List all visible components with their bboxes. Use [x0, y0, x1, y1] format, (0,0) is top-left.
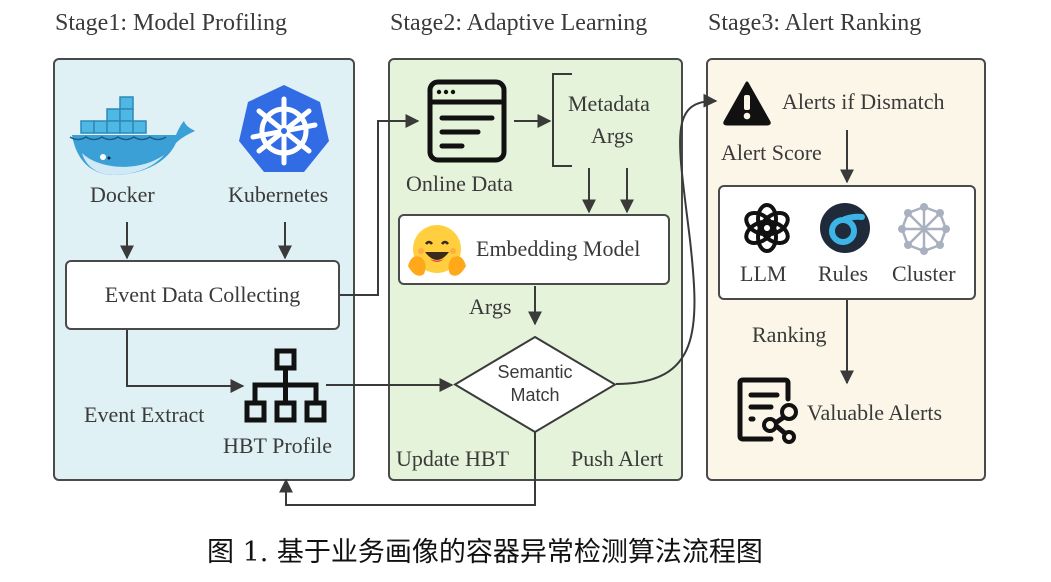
valuable-alerts-label: Valuable Alerts: [807, 400, 943, 425]
cluster-icon[interactable]: [896, 201, 952, 257]
figure-caption: 图 1. 基于业务画像的容器异常检测算法流程图: [207, 537, 763, 568]
online-data-icon: [427, 79, 507, 163]
ranking-label: Ranking: [752, 322, 827, 347]
metadata-label: Metadata: [568, 91, 650, 116]
event-data-collecting-box[interactable]: Event Data Collecting: [65, 260, 340, 330]
hbt-profile-label: HBT Profile: [223, 433, 332, 458]
hbt-tree-icon: [244, 348, 327, 423]
warning-icon: [723, 81, 771, 126]
openai-icon[interactable]: [740, 201, 794, 255]
online-data-label: Online Data: [406, 171, 513, 196]
embedding-model-label: Embedding Model: [476, 236, 641, 261]
alerts-if-dismatch-label: Alerts if Dismatch: [782, 89, 945, 114]
stage2-title: Stage2: Adaptive Learning: [390, 10, 648, 36]
cluster-label: Cluster: [892, 261, 956, 286]
semantic-match-line1: Semantic: [497, 362, 573, 382]
event-extract-label: Event Extract: [84, 402, 205, 427]
metadata-args-label: Args: [591, 123, 634, 148]
kubernetes-label: Kubernetes: [228, 182, 329, 207]
hugging-face-icon: [408, 225, 466, 276]
rules-icon[interactable]: [818, 201, 872, 255]
kubernetes-icon: [239, 85, 329, 172]
semantic-match-diamond[interactable]: [453, 335, 617, 434]
embedding-model-box[interactable]: Embedding Model: [398, 214, 670, 285]
docker-icon: [69, 96, 195, 175]
stage1-title: Stage1: Model Profiling: [55, 10, 287, 36]
rules-label: Rules: [818, 261, 869, 286]
alert-score-label: Alert Score: [721, 140, 822, 165]
event-data-collecting-label: Event Data Collecting: [104, 282, 301, 307]
update-hbt-label: Update HBT: [396, 446, 510, 471]
stage3-title: Stage3: Alert Ranking: [708, 10, 922, 36]
semantic-match-line2: Match: [510, 385, 560, 405]
llm-label: LLM: [740, 261, 787, 286]
valuable-alerts-icon: [737, 377, 798, 444]
args-edge-label: Args: [469, 294, 512, 319]
push-alert-label: Push Alert: [571, 446, 664, 471]
scoring-methods-box: LLM Rules Cluster: [718, 185, 976, 300]
docker-label: Docker: [90, 182, 155, 207]
